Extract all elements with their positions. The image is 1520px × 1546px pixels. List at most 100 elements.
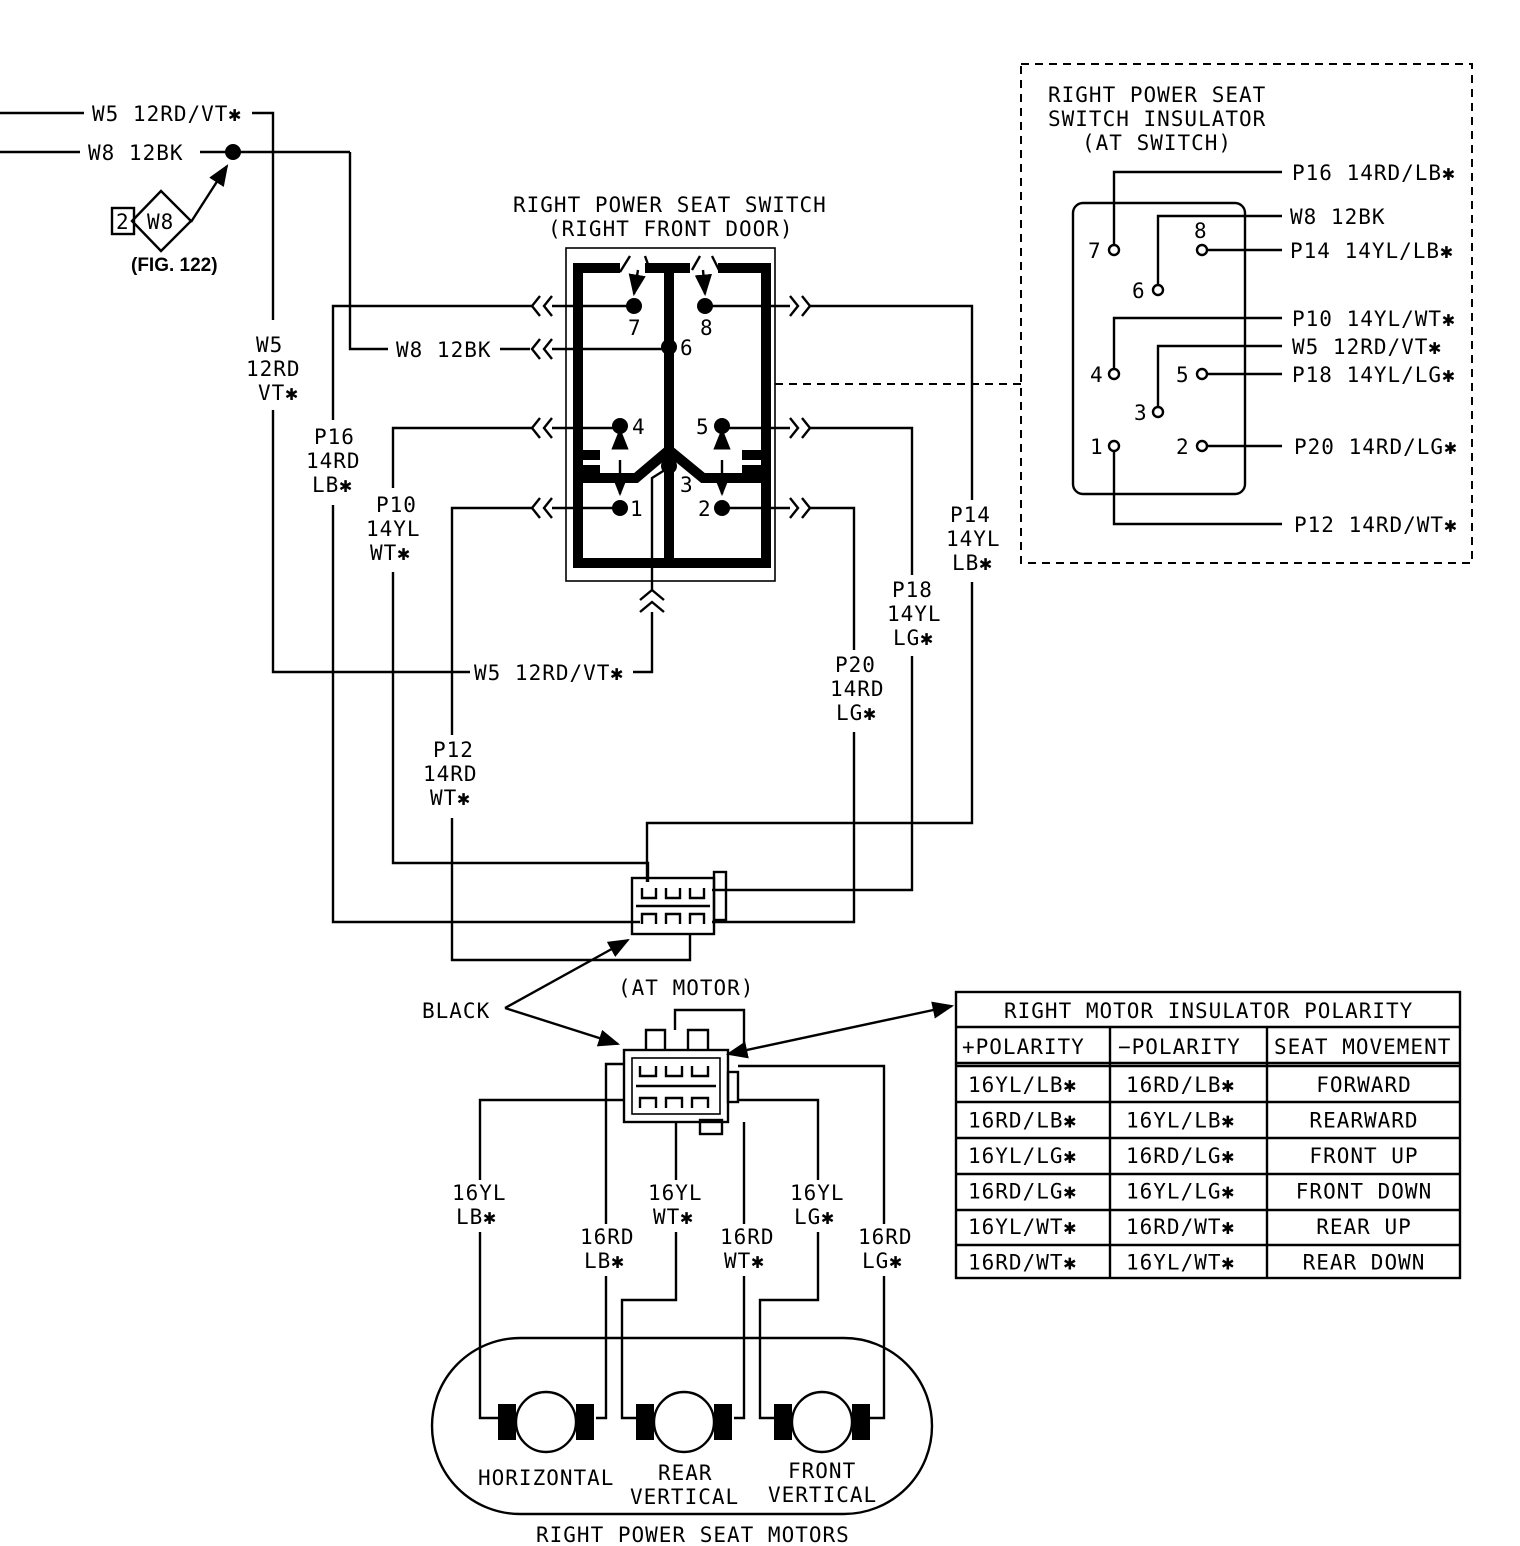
w5-vertical-l1: W5 [256,333,283,357]
p10-l3: WT✱ [370,541,411,565]
p20-l3: LG✱ [836,701,877,725]
p14-l1: P14 [950,503,991,527]
polarity-table: RIGHT MOTOR INSULATOR POLARITY +POLARITY… [954,990,1462,1280]
ground-ref-id: W8 [147,210,174,234]
table-header-minus: −POLARITY [1118,1035,1241,1059]
harness-connector [630,870,728,936]
front-vertical-motor [774,1390,870,1454]
p14-l2: 14YL [946,527,1001,551]
horizontal-motor [498,1390,594,1454]
m4-l1: 16RD [720,1225,775,1249]
ins-p20: P20 14RD/LG✱ [1294,435,1458,459]
seat-movement-cell: REARWARD [1309,1109,1418,1133]
p20-l1: P20 [835,653,876,677]
minus-polarity-cell: 16YL/LB✱ [1126,1109,1235,1133]
switch-pin-7: 7 [628,316,642,340]
seat-movement-cell: FORWARD [1316,1073,1412,1097]
switch-title-l2: (RIGHT FRONT DOOR) [548,217,794,241]
p12-l3: WT✱ [430,786,471,810]
p18-l3: LG✱ [893,626,934,650]
minus-polarity-cell: 16YL/LG✱ [1126,1180,1235,1204]
m6-l2: LG✱ [862,1249,903,1273]
ins-pin-8: 8 [1194,219,1208,243]
switch-title-l1: RIGHT POWER SEAT SWITCH [513,193,827,217]
ground-ref-number: 2 [116,210,130,234]
ins-pin-2: 2 [1176,435,1190,459]
fig-reference: (FIG. 122) [131,255,218,276]
ins-pin-3: 3 [1134,401,1148,425]
plus-polarity-cell: 16RD/WT✱ [968,1251,1077,1275]
front-label-l1: FRONT [788,1459,856,1483]
table-header-plus: +POLARITY [962,1035,1085,1059]
ins-p10: P10 14YL/WT✱ [1292,307,1456,331]
seat-motors: HORIZONTAL REAR VERTICAL FRONT VERTICAL … [430,1336,934,1546]
horizontal-label: HORIZONTAL [478,1466,614,1490]
m1-l2: LB✱ [456,1205,497,1229]
switch-insulator: RIGHT POWER SEAT SWITCH INSULATOR (AT SW… [775,63,1473,564]
table-title: RIGHT MOTOR INSULATOR POLARITY [1004,999,1413,1023]
right-wire-runs: P14 14YL LB✱ P18 14YL LG✱ P20 14RD LG✱ [645,304,1001,924]
switch-pin-5: 5 [696,415,710,439]
motor-wires: 16YL LB✱ 16RD LB✱ 16YL WT✱ 16RD WT✱ 16YL… [452,1062,913,1420]
p20-l2: 14RD [830,677,885,701]
splice-dot [225,144,241,160]
p12-l2: 14RD [423,762,478,786]
w5-bottom-label: W5 12RD/VT✱ [474,661,624,685]
p10-l1: P10 [376,493,417,517]
left-wire-runs: P16 14RD LB✱ P10 14YL WT✱ P12 14RD WT✱ [306,304,692,962]
ins-p14: P14 14YL/LB✱ [1290,239,1454,263]
switch-pin-4: 4 [632,415,646,439]
seat-movement-cell: REAR UP [1316,1215,1412,1239]
ins-w8: W8 12BK [1290,205,1386,229]
switch-pin-2: 2 [698,497,712,521]
ins-pin-5: 5 [1176,363,1190,387]
w5-feed-label: W5 12RD/VT✱ [92,102,242,126]
ins-pin-7: 7 [1088,239,1102,263]
seat-movement-cell: FRONT DOWN [1296,1180,1432,1204]
front-label-l2: VERTICAL [768,1483,877,1507]
m5-l2: LG✱ [794,1205,835,1229]
rear-vertical-motor [636,1390,732,1454]
ins-pin-1: 1 [1090,435,1104,459]
minus-polarity-cell: 16RD/LB✱ [1126,1073,1235,1097]
black-label: BLACK [422,999,490,1023]
switch-pin-8: 8 [700,316,714,340]
insulator-title-l3: (AT SWITCH) [1082,131,1232,155]
m5-l1: 16YL [790,1181,845,1205]
ins-p16: P16 14RD/LB✱ [1292,161,1456,185]
switch-pin-1: 1 [630,497,644,521]
p16-l3: LB✱ [312,473,353,497]
w5-vertical-l2: 12RD [246,357,301,381]
at-motor-label: (AT MOTOR) [618,976,754,1000]
plus-polarity-cell: 16YL/LG✱ [968,1144,1077,1168]
rear-label-l2: VERTICAL [630,1485,739,1509]
ins-p18: P18 14YL/LG✱ [1292,363,1456,387]
plus-polarity-cell: 16YL/WT✱ [968,1215,1077,1239]
m4-l2: WT✱ [724,1249,765,1273]
minus-polarity-cell: 16RD/WT✱ [1126,1215,1235,1239]
p18-l1: P18 [892,578,933,602]
m6-l1: 16RD [858,1225,913,1249]
m2-l2: LB✱ [584,1249,625,1273]
w8-feed-label: W8 12BK [88,141,184,165]
seat-movement-cell: REAR DOWN [1303,1251,1426,1275]
motor-connector [622,1028,740,1136]
ins-p12: P12 14RD/WT✱ [1294,513,1458,537]
power-seat-switch: 7 8 6 4 5 3 1 2 [565,247,776,582]
ins-pin-6: 6 [1132,279,1146,303]
seat-movement-cell: FRONT UP [1309,1144,1418,1168]
plus-polarity-cell: 16YL/LB✱ [968,1073,1077,1097]
switch-pin-6: 6 [680,336,694,360]
minus-polarity-cell: 16RD/LG✱ [1126,1144,1235,1168]
minus-polarity-cell: 16YL/WT✱ [1126,1251,1235,1275]
m3-l1: 16YL [648,1181,703,1205]
p18-l2: 14YL [887,602,942,626]
ins-w5: W5 12RD/VT✱ [1292,335,1442,359]
m1-l1: 16YL [452,1181,507,1205]
p16-l1: P16 [314,425,355,449]
p14-l3: LB✱ [952,551,993,575]
w5-vertical-l3: VT✱ [258,381,299,405]
insulator-title-l1: RIGHT POWER SEAT [1048,83,1266,107]
plus-polarity-cell: 16RD/LG✱ [968,1180,1077,1204]
